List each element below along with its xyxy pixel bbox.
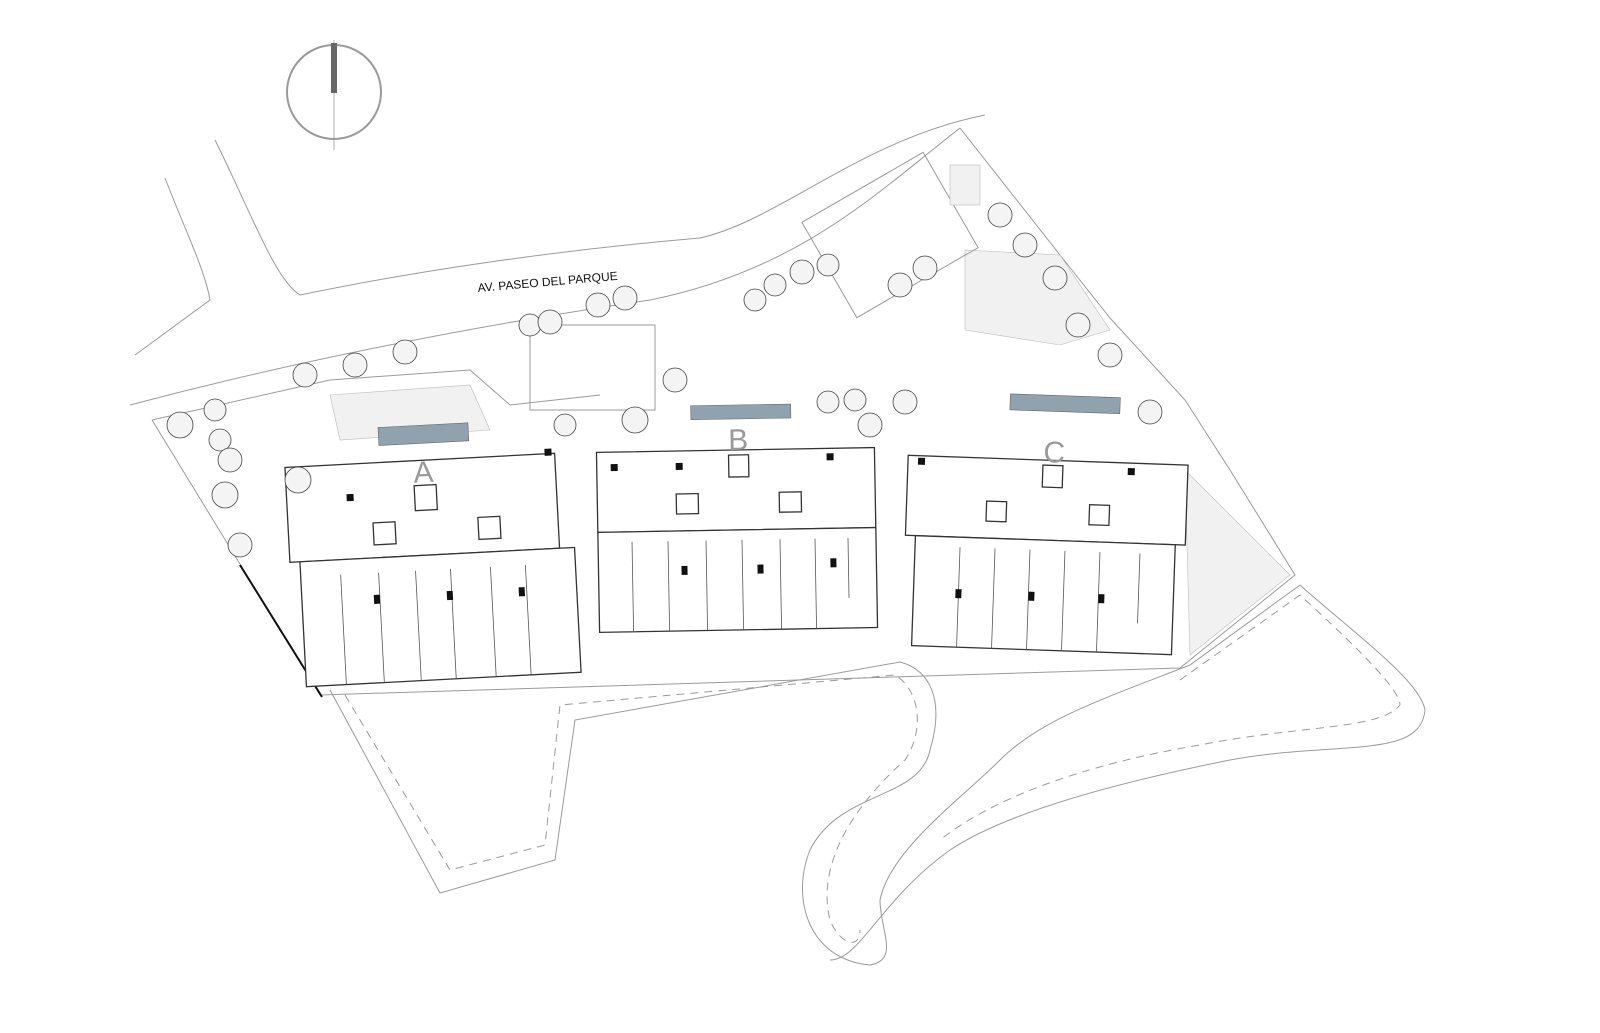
- paths: [329, 584, 1426, 966]
- building-label-b: B: [728, 424, 749, 457]
- tree-icon: [843, 388, 867, 412]
- tree-icon: [789, 259, 815, 285]
- tree-icon: [662, 367, 688, 393]
- tree-icon: [217, 447, 243, 473]
- tree-icon: [208, 428, 232, 452]
- tree-icon: [392, 339, 418, 365]
- tree-icon: [1042, 265, 1068, 291]
- tree-icon: [1012, 232, 1038, 258]
- tree-icon: [203, 398, 227, 422]
- tree-icon: [284, 466, 312, 494]
- tree-icon: [227, 532, 253, 558]
- road: AV. PASEO DEL PARQUE: [129, 114, 986, 406]
- tree-icon: [292, 362, 318, 388]
- tree-icon: [1065, 312, 1091, 338]
- street-label: AV. PASEO DEL PARQUE: [477, 269, 618, 295]
- tree-icon: [743, 288, 767, 312]
- building-b: B: [595, 403, 879, 634]
- tree-icon: [892, 389, 918, 415]
- north-arrow-icon: [286, 40, 382, 150]
- tree-icon: [537, 309, 563, 335]
- tree-icon: [816, 390, 840, 414]
- trees: [166, 202, 1163, 558]
- building-a: A: [284, 422, 582, 688]
- tree-icon: [612, 285, 638, 311]
- tree-icon: [518, 313, 542, 337]
- tree-icon: [887, 272, 913, 298]
- tree-icon: [912, 255, 938, 281]
- tree-icon: [585, 292, 611, 318]
- tree-icon: [342, 352, 368, 378]
- tree-icon: [987, 202, 1013, 228]
- tree-icon: [211, 481, 239, 509]
- tree-icon: [166, 411, 194, 439]
- building-label-a: A: [413, 456, 435, 490]
- tree-icon: [816, 253, 840, 277]
- building-label-c: C: [1043, 436, 1066, 470]
- tree-icon: [1097, 342, 1123, 368]
- tree-icon: [621, 406, 649, 434]
- tree-icon: [553, 413, 577, 437]
- tree-icon: [763, 273, 787, 297]
- tree-icon: [1137, 399, 1163, 425]
- tree-icon: [857, 412, 883, 438]
- building-c: C: [904, 393, 1189, 656]
